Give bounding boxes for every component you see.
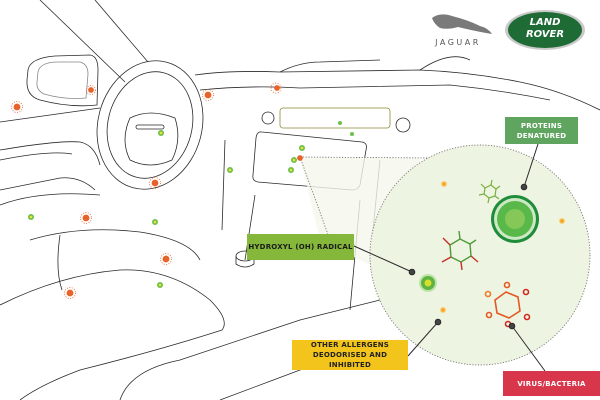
allergen-molecule-small (478, 179, 501, 204)
hydroxyl-radical-label: HYDROXYL (OH) RADICAL (247, 234, 354, 260)
land-rover-logo (505, 10, 585, 50)
virus-particles (11, 82, 303, 299)
land-rover-wordmark: LAND ROVER (515, 17, 575, 41)
land-rover-line1: LAND (529, 17, 561, 28)
proteins-denatured-label: PROTEINS DENATURED (505, 117, 578, 144)
hydroxyl-radical-particle (419, 274, 437, 292)
magnifier-circle (369, 144, 591, 366)
jaguar-wordmark: JAGUAR (435, 38, 481, 47)
allergen-molecule-breaking (441, 230, 479, 271)
callout-connectors (353, 143, 546, 372)
jaguar-logo (432, 14, 492, 34)
protein-denatured-cell (491, 195, 539, 243)
other-allergens-label: OTHER ALLERGENS DEODORISED AND INHIBITED (292, 340, 408, 370)
orange-particles (439, 180, 566, 314)
land-rover-line2: ROVER (525, 29, 565, 40)
green-particles (28, 121, 354, 288)
virus-bacteria-label: VIRUS/BACTERIA (503, 371, 600, 396)
